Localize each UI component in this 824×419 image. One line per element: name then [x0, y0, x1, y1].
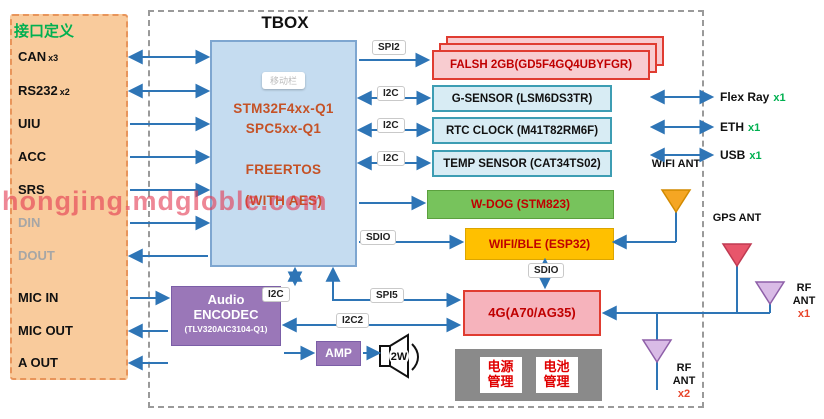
rf2-count: x2: [677, 388, 691, 401]
tbox-dashed-border: [148, 10, 704, 408]
audio-line3: (TLV320AIC3104-Q1): [184, 324, 268, 334]
interface-item-din: DIN: [18, 213, 122, 233]
power-management-block: 电源管理 电池管理: [455, 349, 602, 401]
mcu-line1: STM32F4xx-Q1: [233, 101, 334, 116]
port-label: USB: [720, 148, 746, 162]
amp-block: AMP: [316, 341, 361, 366]
item-label: UIU: [18, 116, 41, 131]
wifi-ble-block: WIFI/BLE (ESP32): [465, 228, 614, 260]
gps-antenna-label: GPS ANT: [712, 212, 762, 224]
bus-label-i2c-audio: I2C: [262, 287, 290, 302]
interface-item-acc: ACC: [18, 147, 122, 167]
rf1-label-text: RF ANT: [792, 282, 816, 308]
interface-item-a-out: A OUT: [18, 353, 122, 373]
gps-antenna-icon: [721, 243, 753, 268]
bus-label-sdio-wifi: SDIO: [360, 230, 397, 245]
interface-panel: [10, 14, 128, 380]
rf1-antenna-icon: [754, 281, 786, 306]
item-label: DOUT: [18, 248, 55, 263]
port-label: ETH: [720, 120, 744, 134]
mcu-line4: (WITH AES): [244, 193, 323, 208]
item-label: A OUT: [18, 355, 58, 370]
interface-panel-title: 接口定义: [14, 23, 75, 40]
power-cell: 电源管理: [479, 357, 522, 393]
bus-label-i2c2: I2C2: [336, 313, 370, 328]
bus-label-spi5: SPI5: [370, 288, 404, 303]
mcu-line3: FREERTOS: [245, 162, 322, 177]
flash-block: FALSH 2GB(GD5F4GQ4UBYFGR): [432, 50, 650, 80]
watermark-text: hongjing.mdgloble.com: [2, 186, 328, 216]
interface-item-mic-in: MIC IN: [18, 288, 122, 308]
item-label: RS232: [18, 83, 58, 98]
port-count: x1: [749, 150, 762, 162]
bus-label-sdio-modem: SDIO: [528, 263, 565, 278]
item-count: x2: [59, 87, 70, 97]
interface-item-uiu: UIU: [18, 114, 122, 134]
item-label: CAN: [18, 49, 47, 64]
rf1-count: x1: [797, 308, 811, 321]
item-label: DIN: [18, 215, 41, 230]
modem-4g-block: 4G(A70/AG35): [463, 290, 601, 336]
gsensor-block: G-SENSOR (LSM6DS3TR): [432, 85, 612, 112]
item-label: SRS: [18, 182, 45, 197]
temp-sensor-block: TEMP SENSOR (CAT34TS02): [432, 150, 612, 177]
audio-line2: ENCODEC: [193, 307, 259, 322]
wifi-antenna-label: WIFI ANT: [651, 158, 701, 170]
rf2-label-text: RF ANT: [672, 362, 696, 388]
bus-label-spi2: SPI2: [372, 40, 406, 55]
port-eth: ETH x1: [720, 118, 820, 136]
speaker-icon: 2W: [379, 333, 419, 379]
mcu-tag: 移动栏: [261, 72, 305, 89]
interface-item-srs: SRS: [18, 180, 122, 200]
mcu-line2: SPC5xx-Q1: [245, 121, 322, 136]
rf1-antenna-label: RF ANT x1: [786, 282, 822, 322]
bus-label-i2c-rtc: I2C: [377, 118, 405, 133]
item-label: ACC: [18, 149, 47, 164]
item-label: MIC IN: [18, 290, 59, 305]
port-count: x1: [773, 92, 786, 104]
tbox-title: TBOX: [261, 13, 309, 32]
port-label: Flex Ray: [720, 90, 770, 104]
item-count: x3: [48, 53, 59, 63]
interface-item-dout: DOUT: [18, 246, 122, 266]
mcu-block: 移动栏 STM32F4xx-Q1 SPC5xx-Q1 FREERTOS (WIT…: [210, 40, 357, 267]
speaker-power-label: 2W: [391, 351, 408, 363]
battery-cell: 电池管理: [535, 357, 578, 393]
bus-label-i2c-gsensor: I2C: [377, 86, 405, 101]
interface-item-mic-out: MIC OUT: [18, 321, 122, 341]
rtc-block: RTC CLOCK (M41T82RM6F): [432, 117, 612, 144]
port-count: x1: [748, 122, 761, 134]
rf2-antenna-label: RF ANT x2: [666, 362, 702, 402]
watchdog-block: W-DOG (STM823): [427, 190, 614, 219]
item-label: MIC OUT: [18, 323, 73, 338]
audio-line1: Audio: [207, 292, 245, 307]
bus-label-i2c-temp: I2C: [377, 151, 405, 166]
